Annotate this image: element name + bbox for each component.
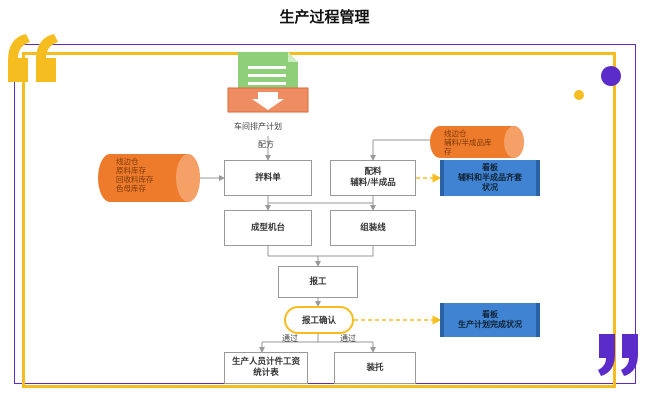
forming-machine-node: 成型机台 [224,210,312,246]
page-title: 生产过程管理 [279,8,370,26]
open-quote-icon [8,34,58,82]
pass-label-left: 通过 [282,334,298,343]
matching-node: 配料 辅料/半成品 [330,160,416,196]
schedule-label: 车间排产计划 [234,122,282,131]
board-plan-status: 看板 生产计划完成状况 [440,303,540,337]
purple-dot [601,66,621,86]
close-quote-icon [598,334,638,376]
warehouse-left-label: 线边仓 原料库存 回收料库存 色母库存 [116,157,154,193]
report-confirm-node: 报工确认 [284,306,354,334]
warehouse-right-label: 线边仓 辅料/半成品库 存 [444,129,492,156]
pass-label-right: 通过 [340,334,356,343]
wage-statistics-node: 生产人员计件工资 统计表 [224,352,308,384]
formula-label: 配方 [258,140,274,149]
packing-node: 装托 [334,352,416,384]
schedule-document-icon [227,52,309,113]
work-report-node: 报工 [278,266,358,298]
yellow-dot [574,90,584,100]
board-material-status: 看板 辅料和半成品齐套 状况 [440,160,540,196]
warehouse-right-cylinder [430,126,524,158]
assembly-line-node: 组装线 [330,210,416,246]
outer-frame-yellow [22,52,616,388]
outer-frame-purple [14,44,636,384]
picking-list-node: 拌料单 [224,160,312,196]
warehouse-left-cylinder [98,154,200,202]
